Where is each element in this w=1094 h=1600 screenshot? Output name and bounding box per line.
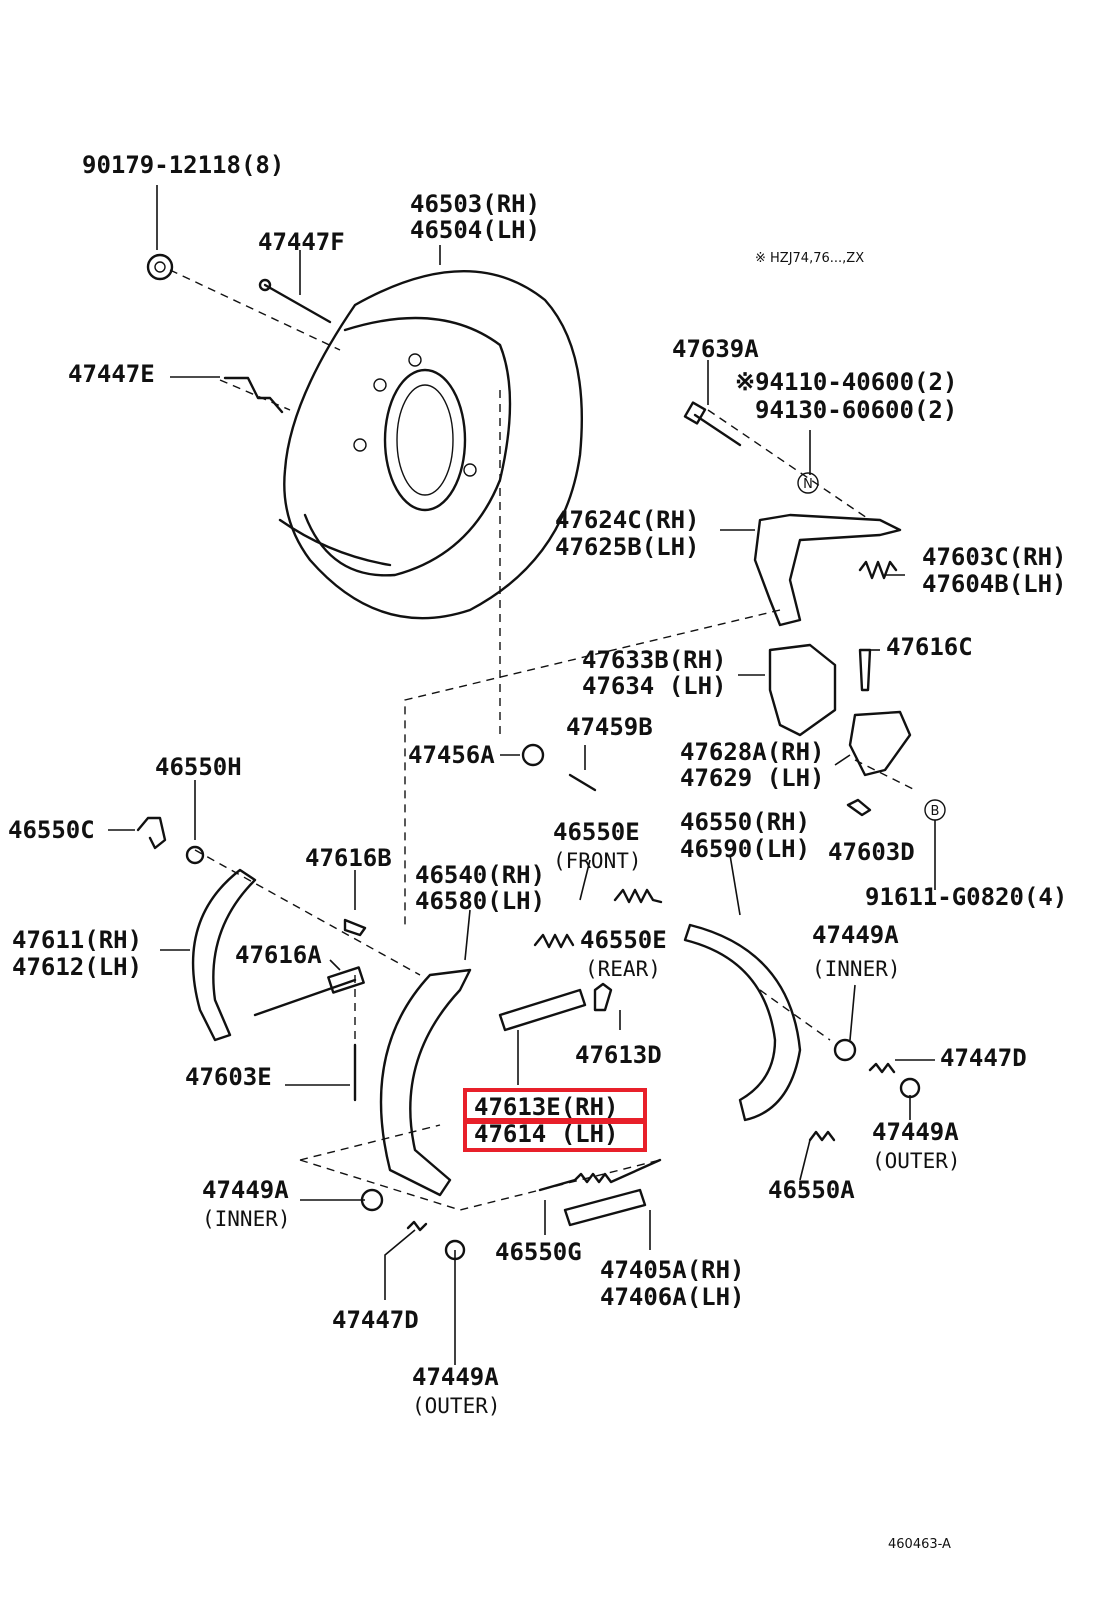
label-46550G: 46550G bbox=[495, 1238, 582, 1266]
label-47628A: 47628A(RH) bbox=[680, 738, 825, 766]
label-46590: 46590(LH) bbox=[680, 835, 810, 863]
label-46550E-front-sub: (FRONT) bbox=[553, 849, 642, 873]
label-91611: 91611-G0820(4) bbox=[865, 883, 1067, 911]
spring-icon bbox=[538, 1158, 662, 1192]
label-47613D: 47613D bbox=[575, 1041, 662, 1069]
label-47614: 47614 (LH) bbox=[474, 1120, 619, 1148]
bolt-icon bbox=[683, 401, 742, 447]
label-46550E-rear-sub: (REAR) bbox=[585, 957, 661, 981]
label-47447D-bottom: 47447D bbox=[332, 1306, 419, 1334]
label-46550C: 46550C bbox=[8, 816, 95, 844]
label-47447F: 47447F bbox=[258, 228, 345, 256]
clip-icon bbox=[846, 798, 872, 817]
highlight-box-47614 bbox=[463, 1120, 647, 1152]
label-47613E: 47613E(RH) bbox=[474, 1093, 619, 1121]
marker-b-label: B bbox=[931, 804, 940, 819]
label-47449A-inner-right-sub: (INNER) bbox=[812, 957, 901, 981]
bolt-icon bbox=[568, 773, 597, 792]
label-94130: 94130-60600(2) bbox=[755, 396, 957, 424]
label-94110: ※94110-40600(2) bbox=[735, 368, 957, 396]
strut-icon bbox=[498, 988, 587, 1032]
label-47449A-inner-right: 47449A bbox=[812, 921, 899, 949]
label-47449A-outer-bottom: 47449A bbox=[412, 1363, 499, 1391]
label-47604B: 47604B(LH) bbox=[922, 570, 1067, 598]
marker-n-label: N bbox=[803, 477, 813, 492]
brake-shoe-right bbox=[683, 923, 802, 1122]
b-marker: B bbox=[924, 799, 946, 821]
assembly-lines bbox=[169, 269, 916, 1211]
label-47611: 47611(RH) bbox=[12, 926, 142, 954]
spring-icon bbox=[868, 1062, 896, 1074]
label-90179: 90179-12118(8) bbox=[82, 151, 284, 179]
label-46540: 46540(RH) bbox=[415, 861, 545, 889]
hold-down-cup-icon bbox=[899, 1077, 921, 1099]
label-47449A-outer-right: 47449A bbox=[872, 1118, 959, 1146]
label-46503: 46503(RH) bbox=[410, 190, 540, 218]
label-47406A: 47406A(LH) bbox=[600, 1283, 745, 1311]
adjuster-icon bbox=[563, 1188, 647, 1227]
label-46580: 46580(LH) bbox=[415, 887, 545, 915]
label-46550E-front: 46550E bbox=[553, 818, 640, 846]
label-47629: 47629 (LH) bbox=[680, 764, 825, 792]
label-47625B: 47625B(LH) bbox=[555, 533, 700, 561]
n-marker: N bbox=[797, 472, 819, 494]
clip-icon bbox=[223, 376, 284, 414]
label-47456A: 47456A bbox=[408, 741, 495, 769]
label-47449A-outer-right-sub: (OUTER) bbox=[872, 1149, 961, 1173]
hold-down-cup-icon bbox=[360, 1188, 384, 1212]
nut-icon bbox=[146, 253, 174, 281]
hold-down-cup-icon bbox=[833, 1038, 857, 1062]
leader-lines bbox=[108, 185, 936, 1365]
brake-shoe-center bbox=[379, 968, 472, 1197]
figure-code: 460463-A bbox=[888, 1537, 951, 1552]
part-labels: 90179-12118(8) 46503(RH) 46504(LH) 47447… bbox=[8, 151, 1067, 1552]
label-46504: 46504(LH) bbox=[410, 216, 540, 244]
label-47612: 47612(LH) bbox=[12, 953, 142, 981]
spring-icon bbox=[593, 982, 613, 1012]
brake-shoe-left bbox=[191, 868, 257, 1042]
clip-icon bbox=[136, 816, 167, 850]
hold-down-cup-icon bbox=[444, 1239, 466, 1261]
highlight-boxes bbox=[463, 1088, 647, 1152]
note-text: ※ HZJ74,76...,ZX bbox=[755, 251, 864, 266]
label-47447E: 47447E bbox=[68, 360, 155, 388]
spring-icon bbox=[613, 888, 663, 904]
label-47447D-right: 47447D bbox=[940, 1044, 1027, 1072]
label-47616A: 47616A bbox=[235, 941, 322, 969]
label-47624C: 47624C(RH) bbox=[555, 506, 700, 534]
plate-icon bbox=[521, 743, 545, 767]
pin-icon bbox=[858, 648, 872, 692]
label-47603E: 47603E bbox=[185, 1063, 272, 1091]
label-47459B: 47459B bbox=[566, 713, 653, 741]
label-47639A: 47639A bbox=[672, 335, 759, 363]
spring-icon bbox=[406, 1220, 428, 1232]
label-46550: 46550(RH) bbox=[680, 808, 810, 836]
washer-icon bbox=[185, 845, 205, 865]
label-46550A: 46550A bbox=[768, 1176, 855, 1204]
lever-icon bbox=[753, 513, 902, 627]
label-47634: 47634 (LH) bbox=[582, 672, 727, 700]
label-47616C: 47616C bbox=[886, 633, 973, 661]
label-47603C: 47603C(RH) bbox=[922, 543, 1067, 571]
part-drawings: N B bbox=[136, 253, 946, 1261]
label-47603D: 47603D bbox=[828, 838, 915, 866]
label-47449A-inner-left: 47449A bbox=[202, 1176, 289, 1204]
label-47449A-outer-bottom-sub: (OUTER) bbox=[412, 1394, 501, 1418]
bracket-icon bbox=[848, 710, 912, 777]
label-46550E-rear: 46550E bbox=[580, 926, 667, 954]
spring-icon bbox=[858, 560, 898, 580]
label-47616B: 47616B bbox=[305, 844, 392, 872]
label-47405A: 47405A(RH) bbox=[600, 1256, 745, 1284]
label-47449A-inner-left-sub: (INNER) bbox=[202, 1207, 291, 1231]
clip-icon bbox=[343, 918, 367, 937]
adjuster-rod-icon bbox=[253, 966, 365, 1017]
backing-plate bbox=[278, 270, 583, 620]
label-47633B: 47633B(RH) bbox=[582, 646, 727, 674]
bellcrank-icon bbox=[768, 643, 837, 737]
label-46550H: 46550H bbox=[155, 753, 242, 781]
spring-icon bbox=[533, 933, 575, 949]
spring-icon bbox=[808, 1130, 836, 1142]
bolt-icon bbox=[258, 278, 332, 324]
